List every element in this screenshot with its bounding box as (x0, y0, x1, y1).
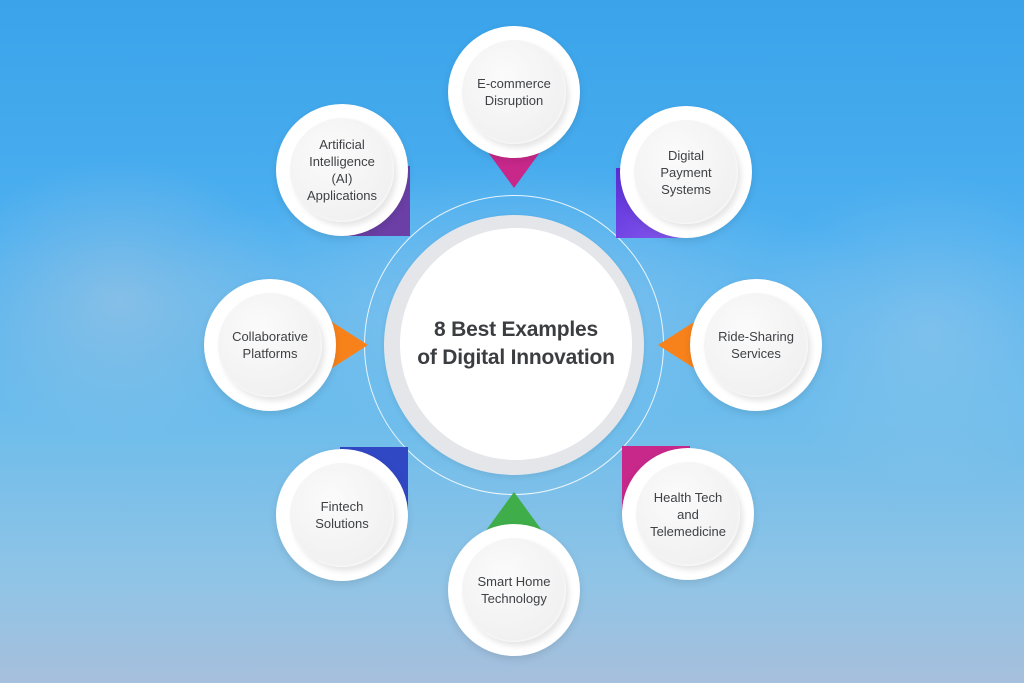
node-label: Fintech Solutions (315, 499, 369, 531)
bubble: Fintech Solutions (276, 449, 408, 581)
hub-title-line-1: 8 Best Examples (434, 318, 598, 341)
bubble: Artificial Intelligence (AI) Application… (276, 104, 408, 236)
hub-center: 8 Best Examples of Digital Innovation (400, 228, 632, 460)
node-ecommerce: E-commerce Disruption (448, 26, 580, 188)
node-label: E-commerce Disruption (477, 76, 551, 108)
node-label: Health Tech and Telemedicine (650, 489, 726, 539)
node-label: Artificial Intelligence (AI) Application… (306, 137, 378, 203)
node-fintech: Fintech Solutions (276, 447, 408, 581)
node-collaborative: Collaborative Platforms (204, 279, 368, 411)
bubble: Health Tech and Telemedicine (622, 448, 754, 580)
hub-title-line-2: of Digital Innovation (417, 346, 615, 369)
node-label: Collaborative Platforms (232, 329, 308, 361)
bubble: Ride-Sharing Services (690, 279, 822, 411)
node-ride-sharing: Ride-Sharing Services (658, 279, 822, 411)
bubble: Digital Payment Systems (620, 106, 752, 238)
node-digital-payment: Digital Payment Systems (616, 106, 752, 238)
bubble: Collaborative Platforms (204, 279, 336, 411)
node-smart-home: Smart Home Technology (448, 492, 580, 656)
node-health-tech: Health Tech and Telemedicine (622, 446, 754, 580)
node-label: Smart Home Technology (477, 574, 551, 606)
node-label: Ride-Sharing Services (718, 329, 794, 361)
bubble: E-commerce Disruption (448, 26, 580, 158)
node-label: Digital Payment Systems (660, 147, 712, 197)
bubble: Smart Home Technology (448, 524, 580, 656)
node-ai: Artificial Intelligence (AI) Application… (276, 104, 410, 236)
